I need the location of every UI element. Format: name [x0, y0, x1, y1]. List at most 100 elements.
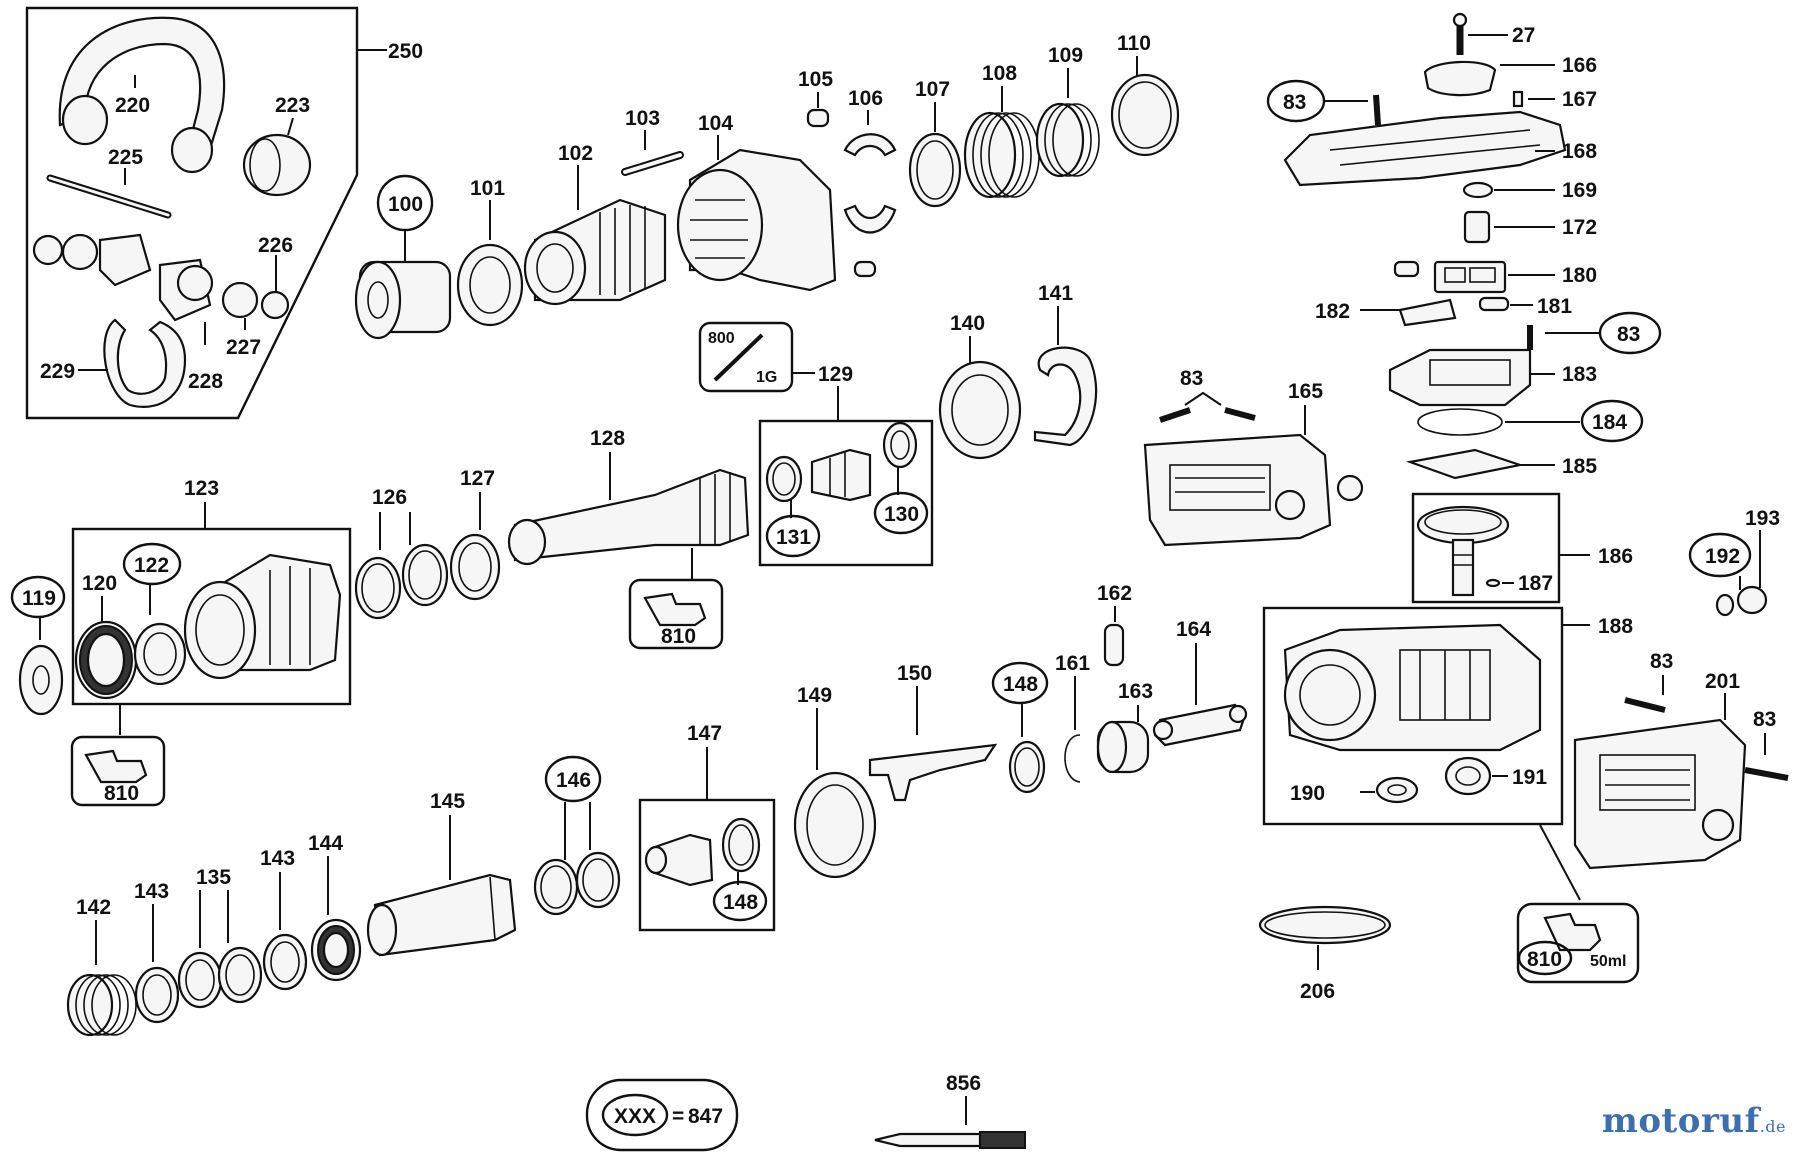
callout-circle-192	[1688, 532, 1752, 578]
chisel-856	[874, 1132, 982, 1148]
callout-circle-146	[544, 755, 602, 803]
front-housing-row: 100 101 102 103 104 105 106	[354, 32, 1180, 340]
part-label-226: 226	[258, 234, 293, 257]
plug-193	[1736, 585, 1768, 615]
part-label-140: 140	[950, 312, 985, 335]
plate-183	[1388, 348, 1532, 407]
part-label-188: 188	[1598, 615, 1633, 638]
grease-type-label: 1G	[756, 369, 777, 386]
plug-172	[1463, 210, 1491, 244]
part-label-161: 161	[1055, 652, 1090, 675]
part-label-141: 141	[1038, 282, 1073, 305]
part-label-856: 856	[946, 1072, 981, 1095]
callout-circle-131	[765, 514, 821, 558]
part-label-228: 228	[188, 370, 223, 393]
seal-122	[133, 622, 187, 686]
chisel-group: 856	[874, 1072, 1026, 1149]
part-label-193: 193	[1745, 507, 1780, 530]
handle-clamp-end	[61, 94, 109, 146]
grease-tube-icon	[713, 333, 764, 382]
part-label-169: 169	[1562, 179, 1597, 202]
washer-192	[1715, 593, 1735, 617]
gear-ring-149	[793, 771, 877, 879]
part-label-187: 187	[1518, 572, 1553, 595]
part-label-206: 206	[1300, 980, 1335, 1003]
handle-knob-223	[242, 133, 312, 197]
spring-ring-141	[1033, 346, 1098, 447]
part-label-181: 181	[1537, 295, 1572, 318]
screw-27	[1452, 12, 1468, 28]
part-label-109: 109	[1048, 44, 1083, 67]
part-label-142: 142	[76, 896, 111, 919]
part-label-183: 183	[1562, 363, 1597, 386]
washer-126a	[354, 556, 402, 620]
toothed-disc-227	[221, 281, 259, 319]
part-label-147: 147	[687, 722, 722, 745]
bearing-190	[1375, 776, 1419, 804]
part-label-172: 172	[1562, 216, 1597, 239]
part-label-108: 108	[982, 62, 1017, 85]
bearing-191	[1444, 756, 1492, 796]
spring-142	[66, 973, 137, 1037]
part-label-810b: 810	[104, 782, 139, 805]
part-label-135: 135	[196, 866, 231, 889]
watermark-brand: motoruf	[1601, 1101, 1760, 1141]
part-label-103: 103	[625, 107, 660, 130]
part-label-800: 800	[708, 330, 735, 347]
side-cover-165	[1143, 433, 1332, 547]
belt-group: 206	[1258, 905, 1392, 1003]
watermark-logo: motoruf.de	[1602, 1101, 1786, 1141]
part-label-192: 192	[1705, 545, 1740, 568]
part-label-120: 120	[82, 572, 117, 595]
part-label-185: 185	[1562, 455, 1597, 478]
callout-circle-119	[10, 575, 66, 619]
part-label-149: 149	[797, 684, 832, 707]
part-label-27: 27	[1512, 24, 1535, 47]
spring-left	[1393, 260, 1420, 278]
part-label-148a: 148	[1003, 673, 1038, 696]
part-label-131: 131	[776, 526, 811, 549]
part-label-128: 128	[590, 427, 625, 450]
assembly-box-186	[1411, 492, 1561, 604]
callout-circle-184	[1580, 399, 1644, 443]
toothed-washer-2	[176, 264, 214, 302]
callout-circle-130	[873, 491, 929, 535]
washer-110	[1110, 73, 1180, 157]
spring-108	[963, 111, 1040, 199]
ring-107	[908, 132, 962, 208]
spring-181	[1478, 296, 1510, 312]
grease-box-50ml: 810 50ml	[1516, 902, 1640, 984]
part-label-105: 105	[798, 68, 833, 91]
side-cover-left-group: 83 165	[1143, 367, 1364, 547]
spring-clip-106-top	[843, 133, 897, 157]
part-label-148b: 148	[723, 891, 758, 914]
part-label-129: 129	[818, 363, 853, 386]
seal-185	[1405, 448, 1525, 480]
grease-can-icon-a	[643, 592, 707, 627]
grease-can-icon	[1543, 912, 1602, 952]
part-label-190: 190	[1290, 782, 1325, 805]
piston-box-group: 147 148	[638, 722, 776, 932]
part-label-165: 165	[1288, 380, 1323, 403]
assembly-box-188	[1262, 606, 1564, 826]
part-label-83e: 83	[1753, 708, 1776, 731]
spring-clip-106-bottom	[843, 204, 897, 234]
part-label-127: 127	[460, 467, 495, 490]
part-label-191: 191	[1512, 766, 1547, 789]
shaft-186	[1451, 538, 1475, 597]
pin-105	[806, 108, 830, 128]
part-label-126: 126	[372, 486, 407, 509]
gearbox-group: 188 190 191	[1262, 606, 1633, 901]
legend-group: XXX = 847	[585, 1078, 739, 1152]
ball-187	[1485, 578, 1501, 588]
grease-box-810b	[70, 735, 166, 807]
spring-109	[1035, 102, 1100, 178]
side-cover-right-group: 83 201 83	[1573, 650, 1789, 870]
part-label-250: 250	[388, 40, 423, 63]
part-label-102: 102	[558, 142, 593, 165]
part-label-83d: 83	[1650, 650, 1673, 673]
handle-assembly-group: 250 220 223 225 226 227 228 229	[25, 6, 423, 420]
part-label-166: 166	[1562, 54, 1597, 77]
nut-226	[260, 290, 290, 320]
